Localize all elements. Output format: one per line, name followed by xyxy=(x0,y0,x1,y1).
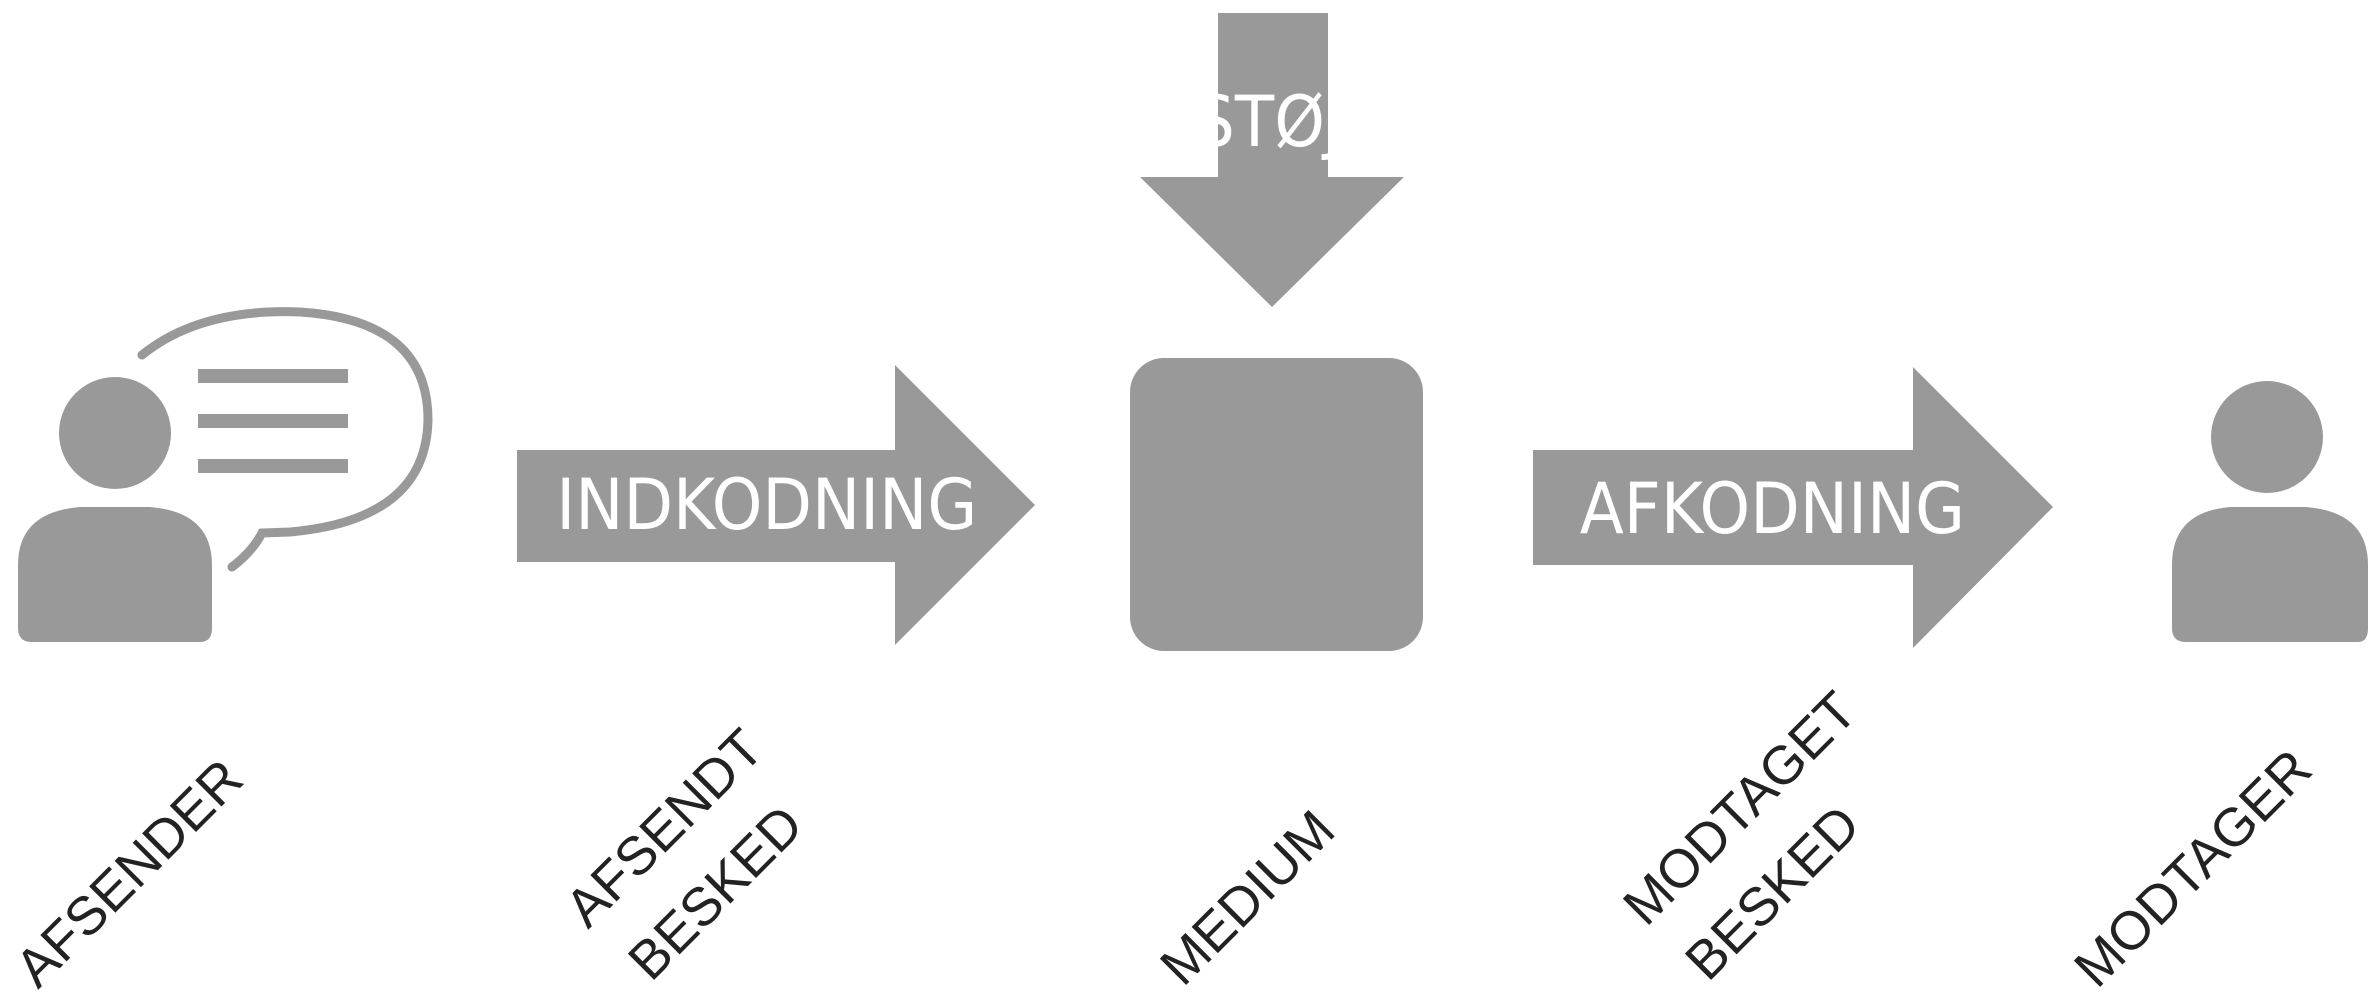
sender-icon xyxy=(18,307,433,642)
receiver-icon xyxy=(2172,381,2368,642)
encoding-arrow: INDKODNING xyxy=(517,365,1035,645)
sender-body xyxy=(18,507,212,642)
receiver-body xyxy=(2172,507,2368,642)
sender-head xyxy=(59,377,171,489)
speech-line-2 xyxy=(198,414,348,428)
speech-bubble-icon xyxy=(137,307,433,572)
label-receiver: MODTAGER xyxy=(2063,738,2323,998)
speech-line-3 xyxy=(198,459,348,473)
decoding-arrow-label: AFKODNING xyxy=(1580,468,1965,549)
speech-line-1 xyxy=(198,369,348,383)
medium-block xyxy=(1130,358,1423,651)
label-sender: AFSENDER xyxy=(4,748,254,998)
noise-arrow-label: STØJ xyxy=(1194,81,1344,162)
encoding-arrow-label: INDKODNING xyxy=(556,464,977,545)
label-medium: MEDIUM xyxy=(1149,799,1346,996)
receiver-head xyxy=(2211,381,2323,493)
decoding-arrow: AFKODNING xyxy=(1533,367,2053,648)
noise-arrow: STØJ xyxy=(1140,13,1404,307)
